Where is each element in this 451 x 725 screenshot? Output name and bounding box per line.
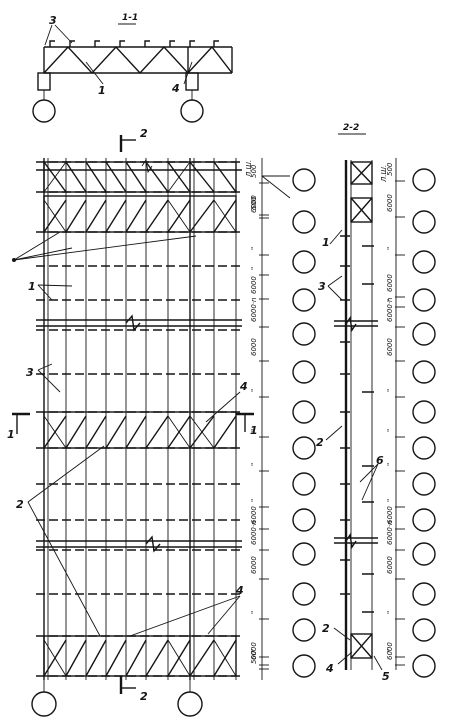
section-mark-bottom-label: 2	[140, 690, 148, 703]
plan-dimension-label-4: "	[250, 267, 258, 270]
section-mark-top-label: 2	[140, 127, 148, 140]
callout-3: 3	[49, 14, 57, 27]
section-dimension-labels: 5006000"6000"6000·n6000""""60006000·n600…	[386, 162, 405, 666]
plan-dimension-label-1: 500	[250, 196, 258, 210]
bracing-bay-top	[43, 161, 237, 233]
plan-callout-4-upper: 4	[239, 380, 248, 393]
plan-dimension-label-13: 6000·n	[250, 521, 258, 545]
section-callout-2a: 2	[316, 436, 324, 449]
section-2-2-breaks	[334, 316, 378, 549]
section-callout-4: 4	[325, 662, 334, 675]
plan-callout-1: 1	[28, 280, 36, 293]
plan-axis-label: Л.Ш.	[245, 160, 253, 178]
section-callout-3: 3	[318, 280, 326, 293]
section-dimension-chain: Л.Ш.	[380, 158, 397, 670]
plan-dimension-label-2: 6000	[250, 195, 258, 213]
purlins-row	[49, 40, 219, 47]
plan-dimension-label-0: 500	[250, 164, 258, 178]
section-callout-1: 1	[322, 236, 330, 249]
section-mark-right-label: 1	[250, 424, 258, 437]
axis-bubble-bottom-right	[177, 691, 203, 717]
plan-dimension-chain: Л.Ш.	[245, 158, 263, 680]
plan-dimension-label-5: 6000	[250, 276, 258, 294]
truss-web-diagonals	[43, 45, 233, 75]
plan-callout-2: 2	[16, 498, 24, 511]
section-dimension-label-16: 6000	[386, 642, 394, 660]
truss-lines	[43, 158, 237, 680]
plan-dimension-label-12: 6000	[250, 506, 258, 524]
section-2-2-callouts: 1 3 2 6 2 4 5	[316, 229, 390, 683]
callout-1: 1	[98, 84, 106, 97]
plan-dimension-label-3: "	[250, 247, 258, 250]
section-callout-5: 5	[382, 670, 390, 683]
section-2-2-title: 2-2	[343, 123, 359, 133]
plan-dimension-label-6: 6000·n	[250, 298, 258, 322]
plan-dimension-label-16: "	[250, 649, 258, 652]
bracing-bay-middle	[43, 411, 237, 449]
section-dimension-label-10: "	[386, 499, 394, 502]
section-dimension-label-12: 6000·n	[386, 521, 394, 545]
section-dimension-label-1: 6000	[386, 194, 394, 212]
section-1-1: 1-1 3 1	[32, 13, 233, 123]
plan-dimension-label-14: 6000	[250, 556, 258, 574]
column-head-left	[37, 72, 51, 91]
vertical-bracing-bottom	[350, 633, 373, 659]
section-axis-label: Л.Ш.	[380, 165, 388, 183]
plan-callout-3: 3	[26, 366, 34, 379]
plan-dimension-label-8: "	[250, 389, 258, 392]
bracing-bay-bottom	[43, 635, 237, 677]
vertical-bracing-top	[350, 161, 373, 223]
break-lines	[36, 158, 242, 553]
section-dimension-label-7: "	[386, 389, 394, 392]
section-dimension-label-15: "	[386, 649, 394, 652]
section-axis-bubbles	[412, 168, 436, 678]
section-dimension-label-14: "	[386, 611, 394, 614]
axis-bubble-right	[180, 99, 204, 123]
plan-dimension-label-9: "	[250, 429, 258, 432]
section-mark-left-label: 1	[7, 428, 15, 441]
section-dimension-label-6: 6000	[386, 338, 394, 356]
section-dimension-label-0: 500	[386, 162, 394, 176]
section-dimension-label-2: "	[386, 247, 394, 250]
plan-dimension-labels: 5005006000""60006000·n6000""""60006000·n…	[250, 164, 269, 670]
section-dimension-label-13: 6000	[386, 556, 394, 574]
section-callout-6: 6	[376, 454, 384, 467]
plan-dimension-label-17: 6000	[250, 642, 258, 660]
column-head-right	[185, 72, 199, 91]
axis-bubble-left	[32, 99, 56, 123]
plan-dimension-label-15: "	[250, 611, 258, 614]
plan-axis-bubbles	[261, 168, 316, 678]
section-dimension-label-5: 6000·n	[386, 298, 394, 322]
plan-callout-4-lower: 4	[235, 584, 244, 597]
section-dimension-label-8: "	[386, 429, 394, 432]
section-callout-2b: 2	[322, 622, 330, 635]
section-2-2-purlin-ticks	[340, 235, 374, 613]
section-2-2: 2-2	[316, 123, 436, 683]
section-1-1-title: 1-1	[122, 13, 138, 23]
purlin-lines	[65, 158, 215, 680]
axis-bubble-bottom-left	[31, 691, 57, 717]
plan-dimension-label-18: 500	[250, 650, 258, 664]
plan-dimension-label-7: 6000	[250, 338, 258, 356]
callout-4: 4	[171, 82, 180, 95]
plan-dimension-label-11: "	[250, 499, 258, 502]
section-dimension-label-3: 6000	[386, 274, 394, 292]
plan-callouts: 1 3 4 2 4	[12, 231, 248, 637]
section-dimension-label-9: "	[386, 463, 394, 466]
plan-dimension-label-10: "	[250, 463, 258, 466]
section-dimension-label-4: "	[386, 299, 394, 302]
roof-bracing-plan: 2 2 1 1	[7, 127, 316, 717]
section-dimension-label-11: 6000	[386, 506, 394, 524]
